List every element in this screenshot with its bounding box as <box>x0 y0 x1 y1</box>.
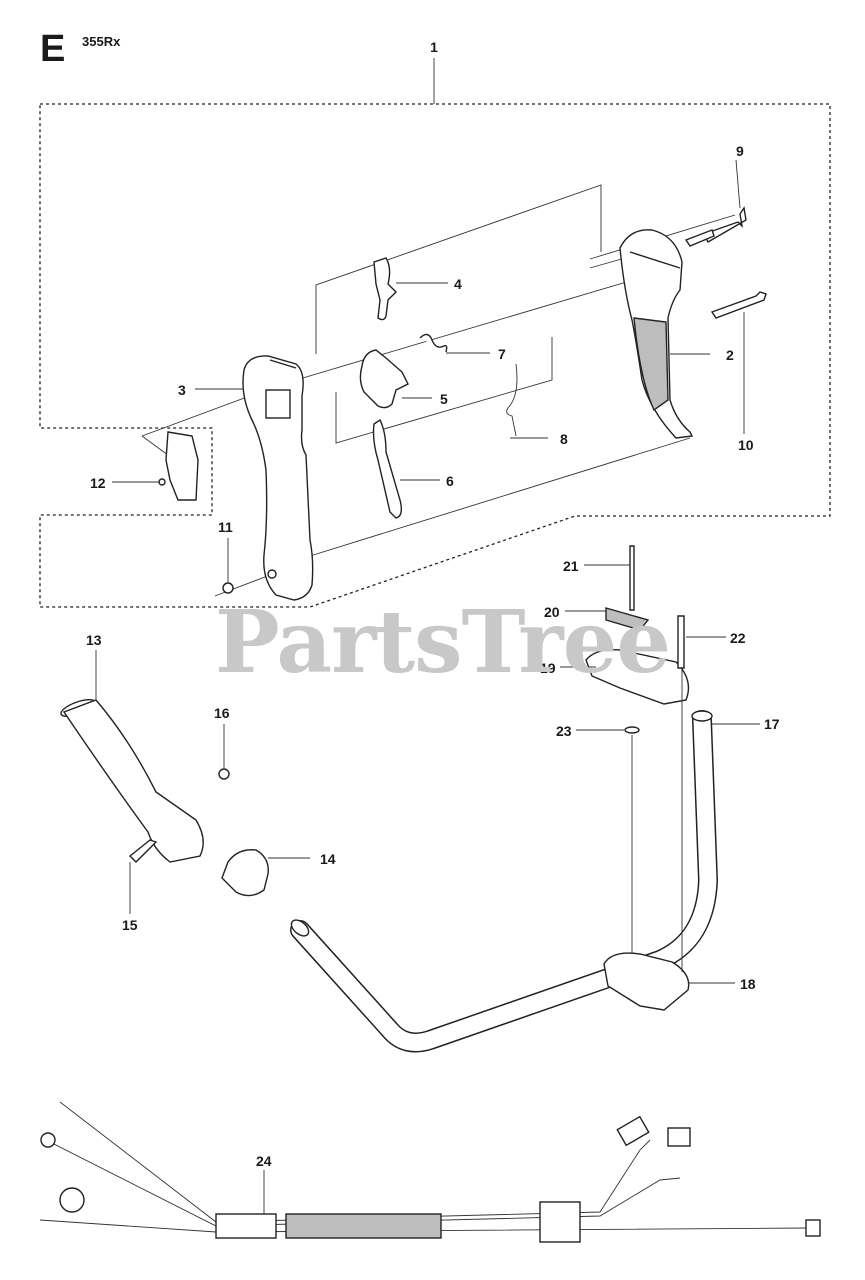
washer-part-23 <box>624 726 640 734</box>
callout-7: 7 <box>498 346 506 362</box>
callout-labels: 1 2 3 4 5 6 7 8 9 10 11 12 13 14 15 16 1… <box>86 39 780 1169</box>
callout-20: 20 <box>544 604 560 620</box>
callout-16: 16 <box>214 705 230 721</box>
switch-part-12 <box>158 431 199 501</box>
throttle-trigger-part-5 <box>359 349 409 409</box>
clamp-part-18 <box>603 952 690 1011</box>
section-letter: E <box>40 28 66 70</box>
callout-22: 22 <box>730 630 746 646</box>
nut-part-11 <box>222 582 234 594</box>
callout-12: 12 <box>90 475 106 491</box>
callout-1: 1 <box>430 39 438 55</box>
lever-part-6 <box>372 418 403 519</box>
grip-part-13 <box>60 698 204 863</box>
bolt-part-22 <box>677 615 685 669</box>
assembly-boundary <box>39 103 831 608</box>
callout-9: 9 <box>736 143 744 159</box>
callout-24: 24 <box>256 1153 272 1169</box>
wiring-harness-part-24 <box>39 1101 821 1243</box>
callout-2: 2 <box>726 347 734 363</box>
callout-13: 13 <box>86 632 102 648</box>
callout-18: 18 <box>740 976 756 992</box>
callout-23: 23 <box>556 723 572 739</box>
bolt-part-21 <box>629 545 635 611</box>
callout-6: 6 <box>446 473 454 489</box>
handle-housing-part-2 <box>619 229 694 439</box>
callout-leaders <box>95 159 760 1214</box>
callout-15: 15 <box>122 917 138 933</box>
throttle-lockout-part-4 <box>373 257 397 321</box>
watermark: PartsTree <box>215 592 671 693</box>
callout-17: 17 <box>764 716 780 732</box>
nut-part-16 <box>218 768 230 780</box>
screws-part-9 <box>684 206 747 247</box>
screw-part-15 <box>128 839 158 863</box>
callout-8: 8 <box>560 431 568 447</box>
clamp-part-14 <box>221 849 269 897</box>
screw-part-10 <box>710 291 767 319</box>
callout-4: 4 <box>454 276 462 292</box>
model-name: 355Rx <box>82 34 121 49</box>
callout-14: 14 <box>320 851 336 867</box>
spring-part-7 <box>419 333 448 353</box>
callout-11: 11 <box>218 519 233 535</box>
rear-handle-part-3 <box>242 355 314 601</box>
knob-part-20 <box>605 607 650 631</box>
callout-3: 3 <box>178 382 186 398</box>
callout-21: 21 <box>563 558 579 574</box>
callout-5: 5 <box>440 391 448 407</box>
callout-19: 19 <box>540 660 556 676</box>
callout-10: 10 <box>738 437 754 453</box>
wire-spring-part-8 <box>506 363 518 437</box>
